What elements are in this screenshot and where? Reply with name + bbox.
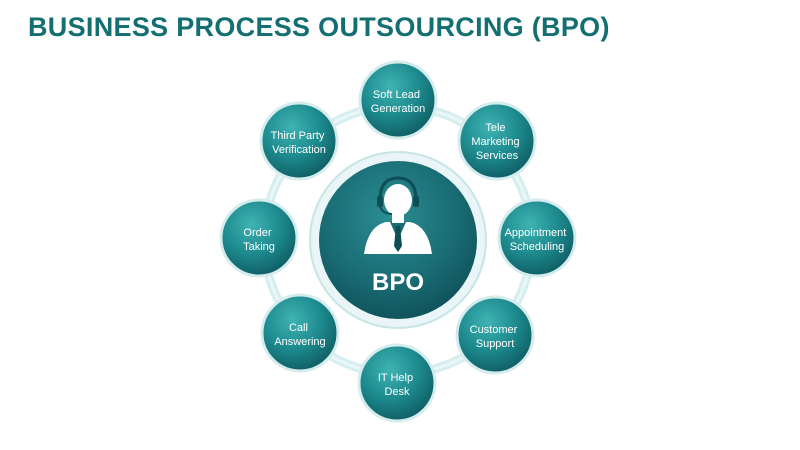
node-label: Call Answering (274, 322, 325, 348)
node-label: Order Taking (243, 227, 275, 253)
node-it-help-desk: IT Help Desk (357, 343, 437, 423)
node-circle (457, 101, 537, 181)
node-soft-lead-generation: Soft Lead Generation (358, 60, 438, 140)
node-label-line: IT Help (378, 372, 413, 384)
node-call-answering: Call Answering (260, 293, 340, 373)
node-label: IT Help Desk (378, 372, 416, 398)
node-label: Tele Marketing Services (471, 122, 522, 162)
node-label-line: Marketing (471, 136, 519, 148)
node-label-line: Customer (470, 324, 518, 336)
node-label-line: Call (289, 322, 308, 334)
node-label-line: Generation (371, 103, 425, 115)
customer-service-agent-icon (364, 176, 432, 254)
node-label-line: Order (243, 227, 271, 239)
node-label-line: Verification (272, 144, 326, 156)
node-label-line: Answering (274, 336, 325, 348)
node-circle (497, 198, 577, 278)
page-title: BUSINESS PROCESS OUTSOURCING (BPO) (28, 12, 610, 42)
node-label-line: Tele (485, 122, 505, 134)
node-circle (358, 60, 438, 140)
node-circle (455, 295, 535, 375)
node-label-line: Taking (243, 241, 275, 253)
node-label: Appointment Scheduling (505, 227, 570, 253)
node-label-line: Appointment (505, 227, 567, 239)
node-tele-marketing-services: Tele Marketing Services (457, 101, 537, 181)
node-label-line: Support (476, 338, 515, 350)
node-third-party-verification: Third Party Verification (259, 101, 339, 181)
node-label-line: Soft Lead (373, 89, 420, 101)
node-appointment-scheduling: Appointment Scheduling (497, 198, 577, 278)
hub: BPO (309, 151, 487, 329)
node-order-taking: Order Taking (219, 198, 299, 278)
node-label: Soft Lead Generation (371, 89, 425, 115)
node-circle (357, 343, 437, 423)
node-label: Third Party Verification (271, 130, 328, 156)
node-label-line: Services (476, 150, 519, 162)
node-label-line: Desk (384, 386, 410, 398)
node-label-line: Third Party (271, 130, 325, 142)
hub-label: BPO (372, 269, 424, 296)
node-label-line: Scheduling (510, 241, 564, 253)
node-circle (219, 198, 299, 278)
node-customer-support: Customer Support (455, 295, 535, 375)
node-circle (259, 101, 339, 181)
node-circle (260, 293, 340, 373)
node-label: Customer Support (470, 324, 521, 350)
